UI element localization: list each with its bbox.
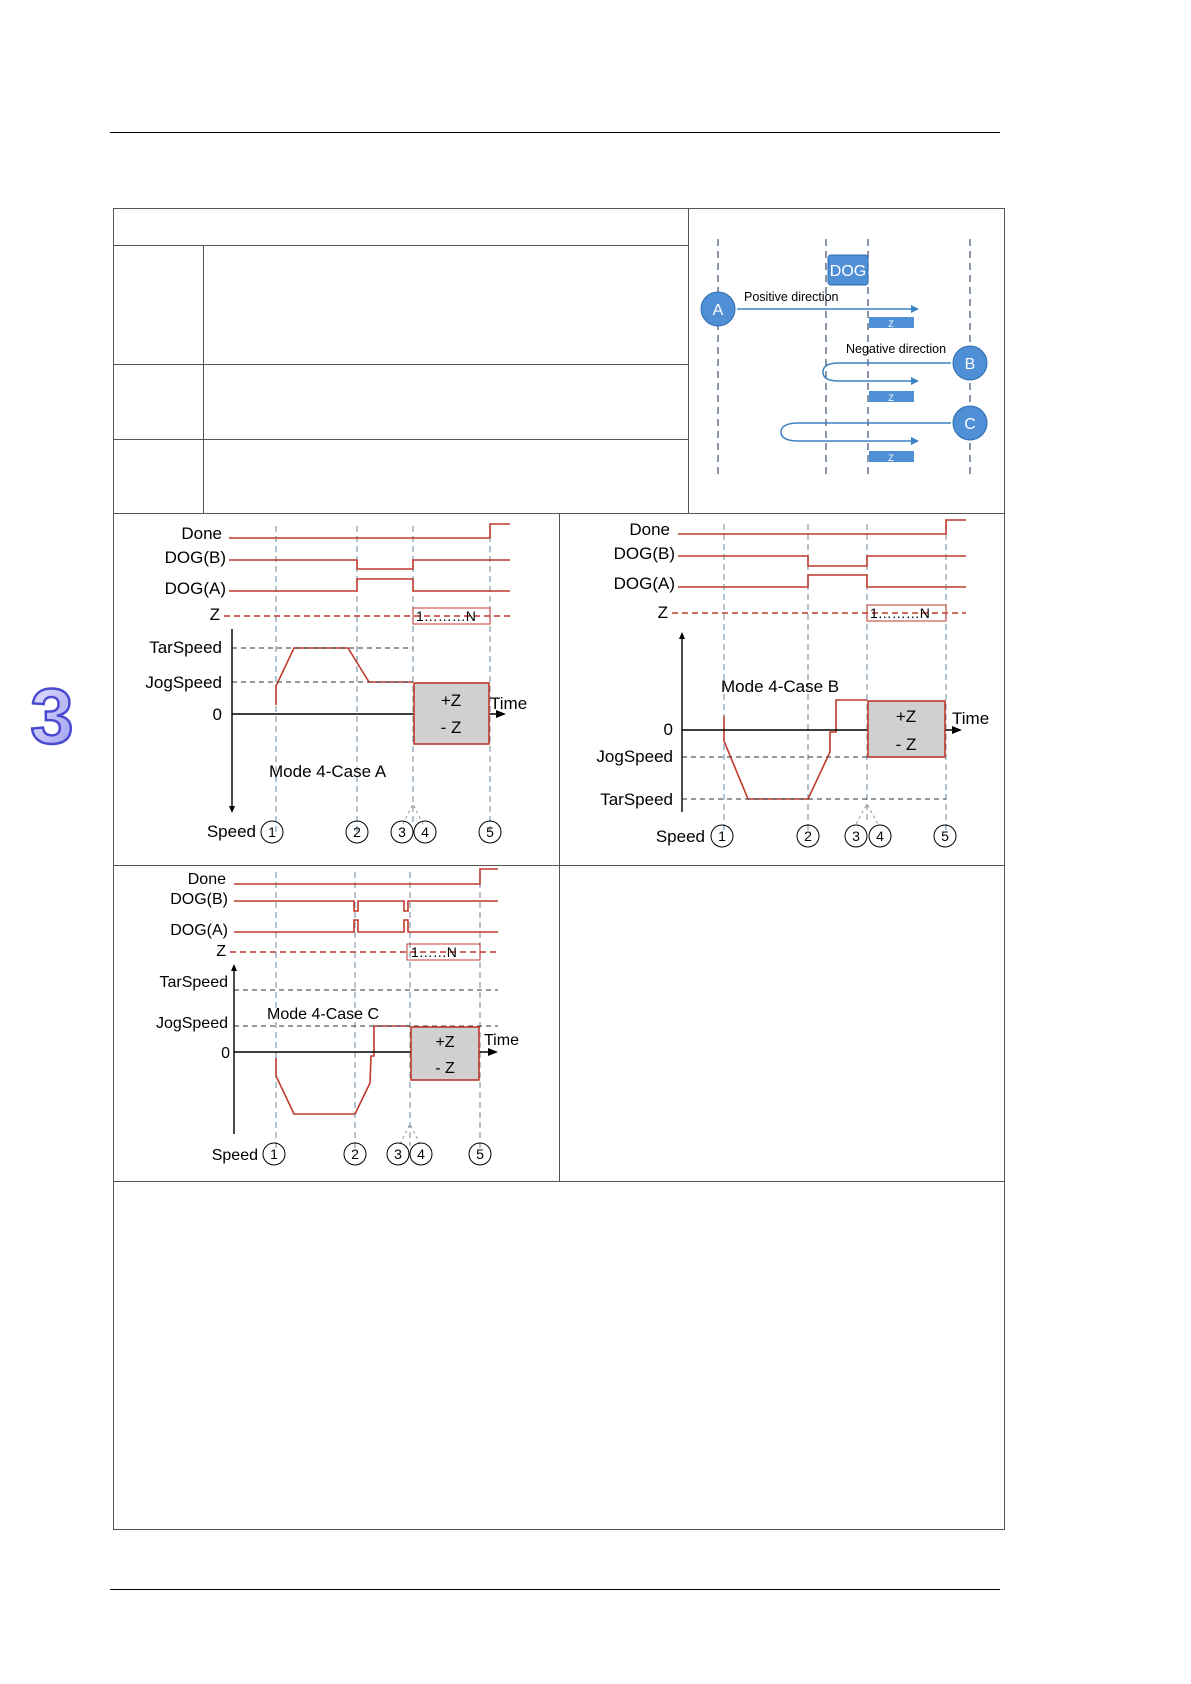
timing-diagram-case-b: Done DOG(B) DOG(A) Z 1………N 0 JogSpeed Ta… <box>596 519 989 848</box>
z-pulse: Z <box>869 451 914 463</box>
zero-speed-label: 0 <box>221 1045 230 1062</box>
minus-z-label: - Z <box>435 1060 455 1077</box>
z-label: Z <box>658 603 668 622</box>
dog-a-label: DOG(A) <box>170 922 228 939</box>
plus-z-label: +Z <box>435 1034 454 1051</box>
svg-text:Z: Z <box>888 393 894 403</box>
z-pulse-range: 1………N <box>870 605 930 621</box>
svg-text:A: A <box>713 302 724 319</box>
tarspeed-label: TarSpeed <box>600 790 673 809</box>
table-divider <box>203 245 204 513</box>
marker-3: 3 <box>394 1146 402 1162</box>
minus-z-label: - Z <box>896 735 917 754</box>
z-pulse: Z <box>869 317 914 329</box>
tarspeed-label: TarSpeed <box>160 974 229 991</box>
dog-a-label: DOG(A) <box>165 579 226 598</box>
zero-speed-label: 0 <box>664 720 673 739</box>
svg-text:B: B <box>965 356 976 373</box>
speed-axis-label: Speed <box>656 827 705 846</box>
plus-z-label: +Z <box>896 707 916 726</box>
dog-label: DOG <box>830 263 866 280</box>
marker-4: 4 <box>876 828 884 844</box>
point-b: B <box>952 345 988 381</box>
time-axis-label: Time <box>952 709 989 728</box>
marker-5: 5 <box>486 824 494 840</box>
z-pulse: Z <box>869 391 914 403</box>
footer-rule <box>110 1589 1000 1590</box>
point-a: A <box>700 291 736 327</box>
table-divider <box>113 245 688 246</box>
marker-4: 4 <box>417 1146 425 1162</box>
homing-direction-diagram: DOG Positive direction Z Negative direct… <box>700 239 988 479</box>
z-search-zone <box>867 700 946 758</box>
case-b-title: Mode 4-Case B <box>721 677 839 696</box>
marker-1: 1 <box>718 828 726 844</box>
z-search-zone <box>410 1026 480 1081</box>
chapter-number: 3 <box>30 675 73 755</box>
marker-3: 3 <box>852 828 860 844</box>
dog-b-label: DOG(B) <box>165 548 226 567</box>
marker-2: 2 <box>353 824 361 840</box>
content-table <box>113 208 1005 1530</box>
chapter-number-badge: 3 <box>30 675 74 755</box>
marker-3: 3 <box>398 824 406 840</box>
dog-block: DOG <box>827 254 869 286</box>
z-search-zone <box>413 682 490 745</box>
svg-text:C: C <box>964 416 976 433</box>
zero-speed-label: 0 <box>213 705 222 724</box>
time-axis-label: Time <box>490 694 527 713</box>
marker-2: 2 <box>351 1146 359 1162</box>
time-axis-label: Time <box>484 1032 519 1049</box>
svg-text:Z: Z <box>888 319 894 329</box>
svg-text:Z: Z <box>888 453 894 463</box>
timing-diagram-case-a: Done DOG(B) DOG(A) Z 1………N TarSpeed JogS… <box>145 523 527 844</box>
point-c: C <box>952 405 988 441</box>
minus-z-label: - Z <box>441 718 462 737</box>
dog-b-label: DOG(B) <box>614 544 675 563</box>
speed-axis-label: Speed <box>207 822 256 841</box>
jogspeed-label: JogSpeed <box>596 747 673 766</box>
table-divider <box>688 208 689 513</box>
marker-1: 1 <box>270 1146 278 1162</box>
marker-4: 4 <box>421 824 429 840</box>
z-pulse-range: 1……N <box>411 944 457 960</box>
marker-5: 5 <box>941 828 949 844</box>
negative-direction-label: Negative direction <box>846 342 946 356</box>
table-divider <box>113 439 688 440</box>
dog-a-label: DOG(A) <box>614 574 675 593</box>
table-divider <box>113 1181 1005 1182</box>
marker-2: 2 <box>804 828 812 844</box>
header-rule <box>110 132 1000 133</box>
table-divider <box>559 513 560 1181</box>
table-divider <box>113 364 688 365</box>
jogspeed-label: JogSpeed <box>145 673 222 692</box>
table-divider <box>113 865 1005 866</box>
marker-1: 1 <box>268 824 276 840</box>
plus-z-label: +Z <box>441 691 461 710</box>
jogspeed-label: JogSpeed <box>156 1015 228 1032</box>
done-label: Done <box>629 520 670 539</box>
dog-b-label: DOG(B) <box>170 891 228 908</box>
done-label: Done <box>181 524 222 543</box>
case-c-title: Mode 4-Case C <box>267 1006 379 1023</box>
done-label: Done <box>188 871 226 888</box>
tarspeed-label: TarSpeed <box>149 638 222 657</box>
z-label: Z <box>210 605 220 624</box>
speed-axis-label: Speed <box>212 1147 258 1164</box>
positive-direction-label: Positive direction <box>744 290 839 304</box>
timing-diagram-case-c: Done DOG(B) DOG(A) Z 1……N TarSpeed JogSp… <box>156 868 519 1166</box>
case-a-title: Mode 4-Case A <box>269 762 387 781</box>
z-label: Z <box>216 943 226 960</box>
z-pulse-range: 1………N <box>416 608 476 624</box>
marker-5: 5 <box>476 1146 484 1162</box>
